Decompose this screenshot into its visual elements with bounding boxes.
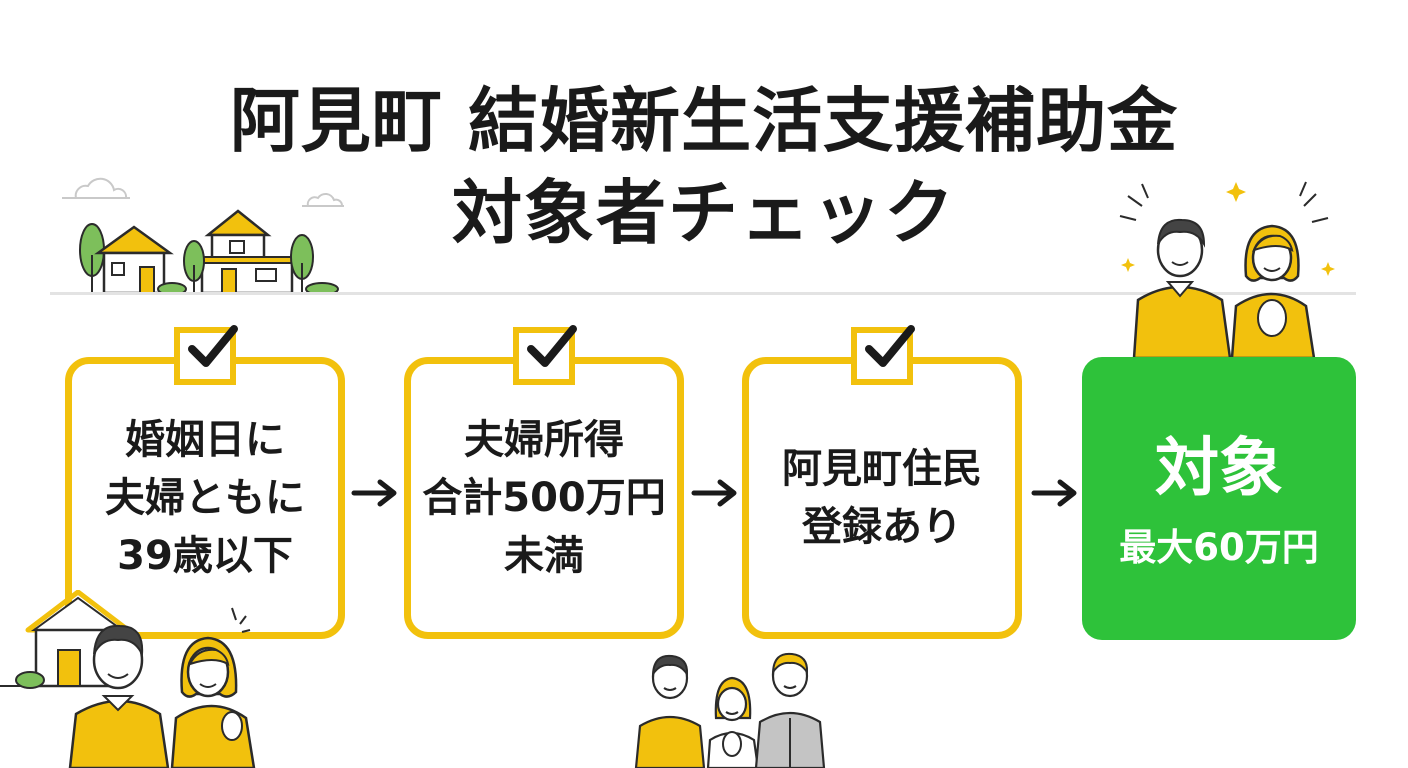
- ground-line: [50, 292, 1356, 295]
- result-box: 対象 最大60万円: [1082, 357, 1356, 640]
- condition-income-text: 夫婦所得 合計500万円 未満: [422, 417, 666, 579]
- check-icon: [527, 325, 577, 367]
- family-illustration: [634, 652, 826, 768]
- condition-card-residence: 阿見町住民 登録あり: [742, 357, 1022, 639]
- arrow-right-icon: [351, 479, 397, 507]
- check-icon: [188, 325, 238, 367]
- result-amount: 最大60万円: [1119, 526, 1319, 569]
- condition-residence-checkbox: [851, 325, 915, 385]
- cloud-icon: [62, 177, 130, 199]
- check-icon: [865, 325, 915, 367]
- arrow-right-icon: [1031, 479, 1077, 507]
- condition-residence-text: 阿見町住民 登録あり: [782, 446, 982, 550]
- result-label: 対象: [1155, 432, 1283, 506]
- page-title-line2: 対象者チェック: [452, 172, 956, 254]
- arrow-right-icon: [691, 479, 737, 507]
- cloud-icon: [302, 193, 344, 207]
- couple-illustration: [0, 590, 256, 768]
- condition-age-text: 婚姻日に 夫婦ともに 39歳以下: [105, 417, 305, 579]
- couple-illustration: [1119, 181, 1335, 358]
- condition-age-checkbox: [174, 325, 238, 385]
- page-title-line1: 阿見町 結婚新生活支援補助金: [229, 80, 1179, 162]
- house-icon: [79, 209, 339, 295]
- condition-income-checkbox: [513, 325, 577, 385]
- condition-card-income: 夫婦所得 合計500万円 未満: [404, 357, 684, 639]
- condition-card-age: 婚姻日に 夫婦ともに 39歳以下: [65, 357, 345, 639]
